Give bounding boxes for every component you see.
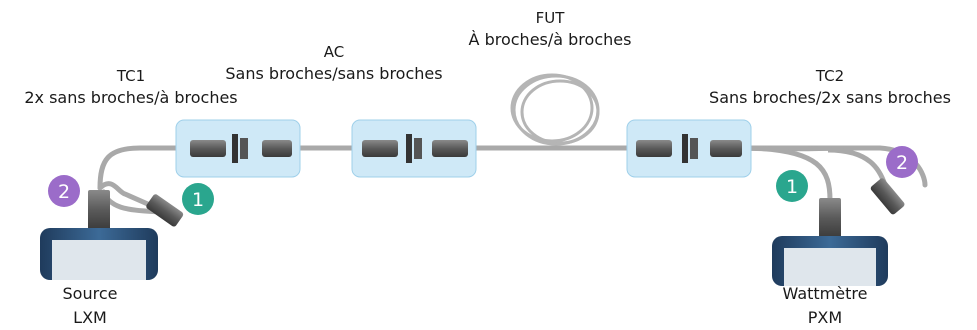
right-loose-connector bbox=[870, 178, 905, 215]
ac-label: AC Sans broches/sans broches bbox=[200, 42, 468, 84]
cable-right-device bbox=[749, 145, 833, 201]
source-device-name: Source bbox=[62, 284, 118, 303]
left-step1-number: 1 bbox=[192, 189, 204, 211]
fut-label: FUT À broches/à broches bbox=[430, 8, 670, 50]
right-step2-marker: 2 bbox=[886, 146, 918, 178]
tc1-title: TC1 bbox=[116, 67, 146, 85]
meter-device bbox=[772, 198, 888, 286]
adapter-box-tc2 bbox=[626, 119, 752, 178]
left-step2-marker: 2 bbox=[48, 175, 80, 207]
tc2-label: TC2 Sans broches/2x sans broches bbox=[686, 66, 974, 108]
left-loose-connector bbox=[146, 194, 184, 227]
connector-pair-ac bbox=[362, 134, 468, 163]
ac-title: AC bbox=[323, 43, 345, 61]
connector-pair-tc2 bbox=[636, 134, 742, 163]
meter-device-model: PXM bbox=[807, 308, 843, 327]
cable-right-branch bbox=[827, 147, 888, 186]
tc2-subtitle: Sans broches/2x sans broches bbox=[709, 88, 951, 107]
right-step2-number: 2 bbox=[896, 152, 908, 174]
meter-device-name: Wattmètre bbox=[782, 284, 868, 303]
meter-device-label: Wattmètre PXM bbox=[760, 282, 890, 330]
tc2-title: TC2 bbox=[815, 67, 845, 85]
fut-subtitle: À broches/à broches bbox=[468, 30, 632, 49]
fut-coil bbox=[510, 73, 600, 146]
right-step1-marker: 1 bbox=[776, 170, 808, 202]
tc1-label: TC1 2x sans broches/à broches bbox=[0, 66, 262, 108]
connector-pair-tc1 bbox=[190, 134, 292, 163]
fut-title: FUT bbox=[535, 9, 565, 27]
source-device-model: LXM bbox=[73, 308, 107, 327]
tc1-subtitle: 2x sans broches/à broches bbox=[24, 88, 238, 107]
right-step1-number: 1 bbox=[786, 176, 798, 198]
left-step2-number: 2 bbox=[58, 181, 70, 203]
source-device bbox=[40, 190, 158, 280]
source-device-label: Source LXM bbox=[30, 282, 150, 330]
left-step1-marker: 1 bbox=[182, 183, 214, 215]
ac-subtitle: Sans broches/sans broches bbox=[225, 64, 443, 83]
